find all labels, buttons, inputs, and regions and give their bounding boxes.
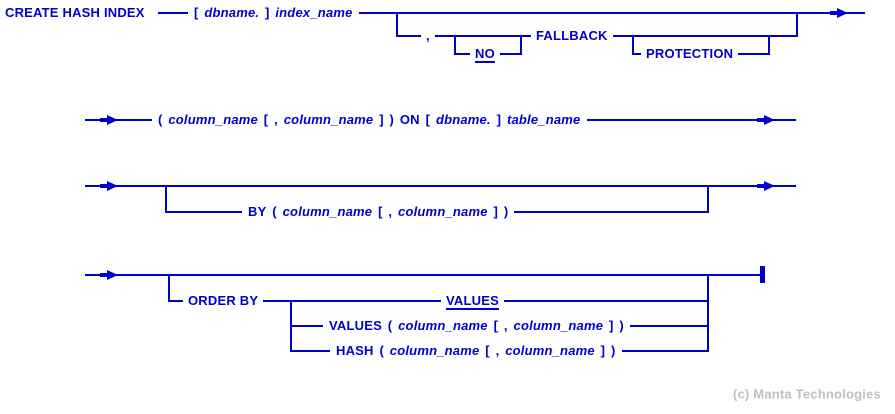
keyword-token: [ [378,204,383,219]
keyword-token: ( [158,112,163,127]
keyword-token: ( [272,204,277,219]
arrow-head [764,115,775,125]
arrow-tail [100,118,107,122]
keyword-no: NO [470,46,500,63]
keyword-token: [ [194,5,199,20]
keyword-token: ) [619,318,624,333]
arrow-head [764,181,775,191]
statement-end-icon [760,266,765,283]
keyword-token: BY [248,204,267,219]
keyword-token: ) [610,343,616,358]
variable-token: column_name [283,112,374,127]
variable-token: column_name [398,318,488,333]
variable-token: table_name [506,112,581,127]
arrow-right-icon [100,115,118,125]
variable-token: column_name [505,343,595,358]
keyword-values-default: VALUES [441,293,504,310]
keyword-token: ) [389,112,395,127]
keyword-token: VALUES [329,318,382,333]
keyword-token: , [495,343,500,358]
keyword-token: ) [503,204,509,219]
keyword-order-by: ORDER BY [183,293,264,309]
arrow-head [107,270,118,280]
arrow-tail [100,184,107,188]
arrow-head [107,181,118,191]
keyword-token: ] [493,204,498,219]
arrow-tail [757,184,764,188]
keyword-token: [ [493,318,499,333]
variable-token: column_name [168,112,258,127]
order-by-option-line-1 [168,300,709,302]
keyword-token: , [503,318,508,333]
arrow-tail [830,11,837,15]
keyword-token: ON [399,112,420,127]
arrow-right-icon [100,181,118,191]
arrow-tail [100,273,107,277]
arrow-right-icon [757,115,775,125]
columns-on-table-clause: ( column_name [ , column_name ] ) ON [ d… [152,112,587,128]
by-branch-drop-line [165,186,167,212]
variable-token: dbname. [435,112,491,127]
variable-token: dbname. [204,5,260,20]
variable-token: column_name [282,204,373,219]
keyword-token: [ [485,343,490,358]
default-underline: NO [475,46,495,63]
keyword-fallback: FALLBACK [531,28,613,44]
branch-rejoin-line [796,13,798,36]
hash-columns-option: HASH ( column_name [ , column_name ] ) [330,343,622,359]
keyword-token: ] [265,5,270,20]
keyword-token: ( [387,318,393,333]
keyword-token: ] [379,112,384,127]
by-branch-rejoin-line [707,186,709,212]
index-name-reference: [ dbname. ] index_name [188,5,359,21]
keyword-token: [ [263,112,269,127]
keyword-token: ] [608,318,614,333]
order-by-branch-drop-line [168,275,170,302]
variable-token: column_name [513,318,604,333]
rail-line-3 [85,185,796,187]
no-loop-right-line [520,36,522,54]
keyword-token: ] [496,112,502,127]
keyword-token: [ [425,112,431,127]
keyword-token: ] [600,343,606,358]
variable-token: index_name [275,5,353,20]
branch-drop-line [396,13,398,36]
arrow-tail [757,118,764,122]
keyword-token: ( [379,343,384,358]
by-clause: BY ( column_name [ , column_name ] ) [242,204,515,220]
protection-loop-left-line [632,36,634,54]
arrow-right-icon [757,181,775,191]
arrow-right-icon [100,270,118,280]
comma-separator: , [421,28,435,44]
arrow-right-icon [830,8,848,18]
keyword-token: HASH [336,343,374,358]
rail-line-4 [85,274,762,276]
values-columns-option: VALUES ( column_name [ , column_name ] ) [323,318,630,334]
keyword-protection: PROTECTION [641,46,739,62]
keyword-create-hash-index: CREATE HASH INDEX [5,5,150,21]
copyright-text: (c) Manta Technologies [733,386,881,402]
keyword-token: , [274,112,278,127]
protection-loop-right-line [768,36,770,54]
keyword-token: , [388,204,393,219]
variable-token: column_name [398,204,488,219]
variable-token: column_name [389,343,480,358]
default-underline: VALUES [446,293,499,310]
rail-line-1 [158,12,865,14]
arrow-head [837,8,848,18]
arrow-head [107,115,118,125]
no-loop-left-line [454,36,456,54]
order-by-rejoin-line [707,275,709,352]
